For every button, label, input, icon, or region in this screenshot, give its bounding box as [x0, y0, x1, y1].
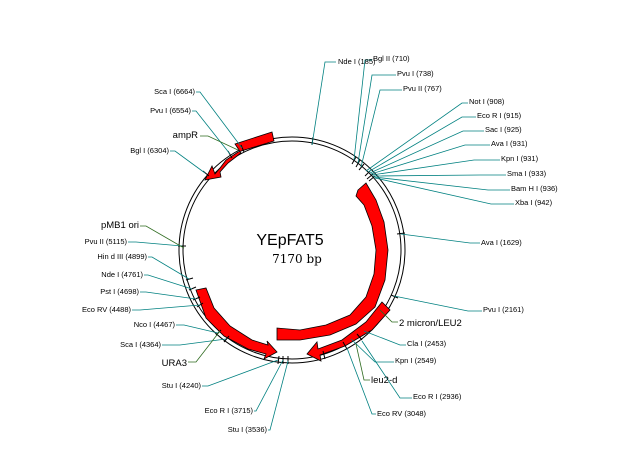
site-label: Cla I (2453) — [407, 339, 447, 348]
plasmid-backbone — [178, 136, 406, 364]
feature-label: URA3 — [162, 358, 187, 369]
site-label: Pst I (4698) — [100, 287, 139, 296]
site-label: Stu I (3536) — [228, 425, 268, 434]
feature-arrow-ampR — [204, 131, 275, 181]
site-label: Nde I (4761) — [101, 270, 143, 279]
site-label: Xba I (942) — [515, 198, 553, 207]
feature-arrow-URA3 — [195, 287, 278, 360]
backbone-inner-ring — [182, 140, 402, 360]
site-label: Eco RV (3048) — [377, 409, 427, 418]
site-label: Bgl II (710) — [373, 54, 410, 63]
feature-label: leu2-d — [371, 375, 397, 386]
feature-label: 2 micron/LEU2 — [399, 318, 462, 329]
site-label: Sac I (925) — [485, 125, 522, 134]
site-label: Pvu I (738) — [397, 69, 434, 78]
feature-labels: ampR pMB1 ori URA3 2 micron/LEU2 leu2-d — [101, 130, 462, 386]
feature-callout-lines — [140, 135, 398, 381]
plasmid-size: 7170 bp — [272, 252, 322, 266]
feature-label: pMB1 ori — [101, 220, 139, 231]
site-label: Pvu I (2161) — [483, 305, 524, 314]
site-label: Eco RV (4488) — [82, 305, 132, 314]
site-label: Bgl I (6304) — [130, 146, 169, 155]
site-label: Not I (908) — [469, 97, 505, 106]
site-callout-lines — [128, 59, 514, 431]
backbone-outer-ring — [178, 136, 406, 364]
feature-arrow-leu2d — [306, 301, 391, 362]
site-label: Eco R I (2936) — [413, 392, 462, 401]
site-label: Hin d III (4899) — [97, 252, 147, 261]
site-label: Nco I (4467) — [134, 320, 176, 329]
site-label: Pvu II (767) — [403, 84, 442, 93]
site-label: Pvu I (6554) — [150, 106, 191, 115]
site-label: Ava I (1629) — [481, 238, 522, 247]
feature-arrows — [195, 131, 391, 362]
site-label: Bam H I (936) — [511, 184, 558, 193]
plasmid-name: YEpFAT5 — [256, 232, 323, 249]
site-label: Kpn I (931) — [501, 154, 539, 163]
site-label: Pvu II (5115) — [85, 237, 128, 246]
feature-arrow-2micron-leu2 — [276, 182, 389, 341]
site-label: Sma I (933) — [507, 169, 547, 178]
site-label: Nde I (185) — [338, 57, 376, 66]
site-label: Eco R I (3715) — [205, 406, 254, 415]
site-label: Eco R I (915) — [477, 111, 522, 120]
site-label: Kpn I (2549) — [395, 356, 437, 365]
site-label: Sca I (4364) — [120, 340, 161, 349]
site-label: Ava I (931) — [491, 139, 528, 148]
site-labels: Nde I (185) Bgl II (710) Pvu I (738) Pvu… — [82, 54, 558, 434]
feature-label: ampR — [173, 130, 198, 141]
site-label: Sca I (6664) — [154, 87, 195, 96]
site-label: Stu I (4240) — [162, 381, 202, 390]
